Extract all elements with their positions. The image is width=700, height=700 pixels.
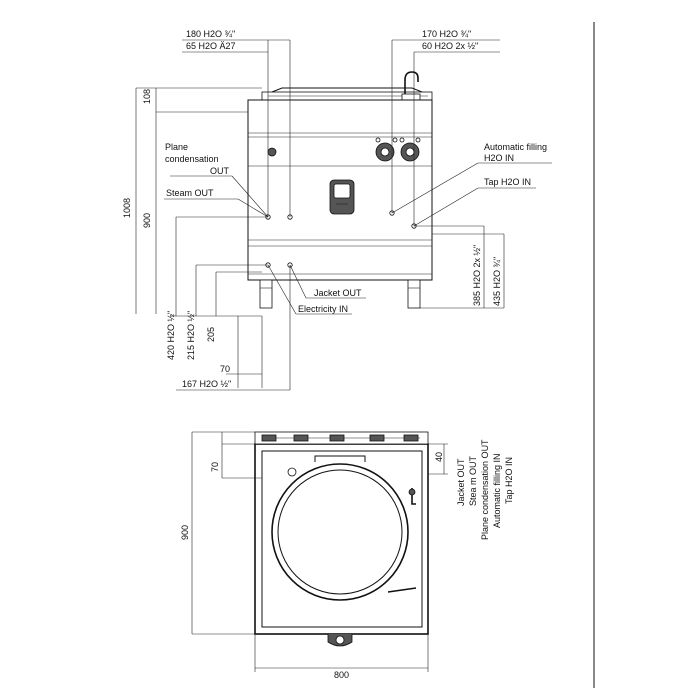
dim-1008: 1008	[122, 198, 132, 218]
top-inner-panel	[261, 450, 423, 628]
legend-jacket-out: Jacket OUT	[456, 458, 466, 506]
kettle-outer-ring	[271, 463, 409, 601]
top-left-label-1: 180 H2O ¾"	[186, 29, 235, 39]
label-out: OUT	[210, 166, 230, 176]
dim-205: 205	[206, 327, 216, 342]
top-view: 70 900 800 40 Jacket OUT Stea m OUT Plan…	[180, 431, 514, 680]
dim-900: 900	[142, 213, 152, 228]
drain-tap-icon	[329, 179, 355, 215]
legend-plane-condensation-out: Plane condensation OUT	[480, 439, 490, 540]
indicator-light	[267, 147, 277, 157]
drain-outlet-icon	[327, 634, 353, 647]
dim-167: 167 H2O ½"	[182, 379, 231, 389]
leg	[259, 279, 273, 309]
label-h2o-in: H2O IN	[484, 153, 514, 163]
dim-800: 800	[334, 670, 349, 680]
legend-tap-h2o-in: Tap H2O IN	[504, 457, 514, 504]
front-view: 180 H2O ¾" 65 H2O Ä27 170 H2O ¾" 60 H2O …	[122, 29, 552, 391]
label-electricity-in: Electricity IN	[298, 304, 348, 314]
dim-108: 108	[142, 89, 152, 104]
dim-40: 40	[434, 452, 444, 462]
leg	[407, 279, 421, 309]
label-jacket-out: Jacket OUT	[314, 288, 362, 298]
legend-automatic-filling-in: Automatic filling IN	[492, 453, 502, 528]
label-steam-out: Steam OUT	[166, 188, 214, 198]
dim-70-front: 70	[220, 364, 230, 374]
dim-420: 420 H2O ½"	[166, 311, 176, 360]
legend-steam-out: Stea m OUT	[468, 455, 478, 506]
label-tap-h2o-in: Tap H2O IN	[484, 177, 531, 187]
top-left-label-2: 65 H2O Ä27	[186, 41, 236, 51]
kettle-lid-top	[271, 87, 423, 93]
dim-435: 435 H2O ¾"	[492, 257, 502, 306]
faucet-icon	[404, 71, 419, 98]
dim-70-top: 70	[210, 462, 220, 472]
kettle-inner-ring	[277, 469, 403, 595]
label-condensation: condensation	[165, 154, 219, 164]
label-automatic-filling: Automatic filling	[484, 142, 547, 152]
dim-215: 215 H2O ½"	[186, 311, 196, 360]
label-plane: Plane	[165, 142, 188, 152]
dim-900-top: 900	[180, 525, 190, 540]
dim-385: 385 H2O 2x ½"	[472, 245, 482, 306]
top-right-label-1: 170 H2O ¾"	[422, 29, 471, 39]
top-right-label-2: 60 H2O 2x ½"	[422, 41, 478, 51]
